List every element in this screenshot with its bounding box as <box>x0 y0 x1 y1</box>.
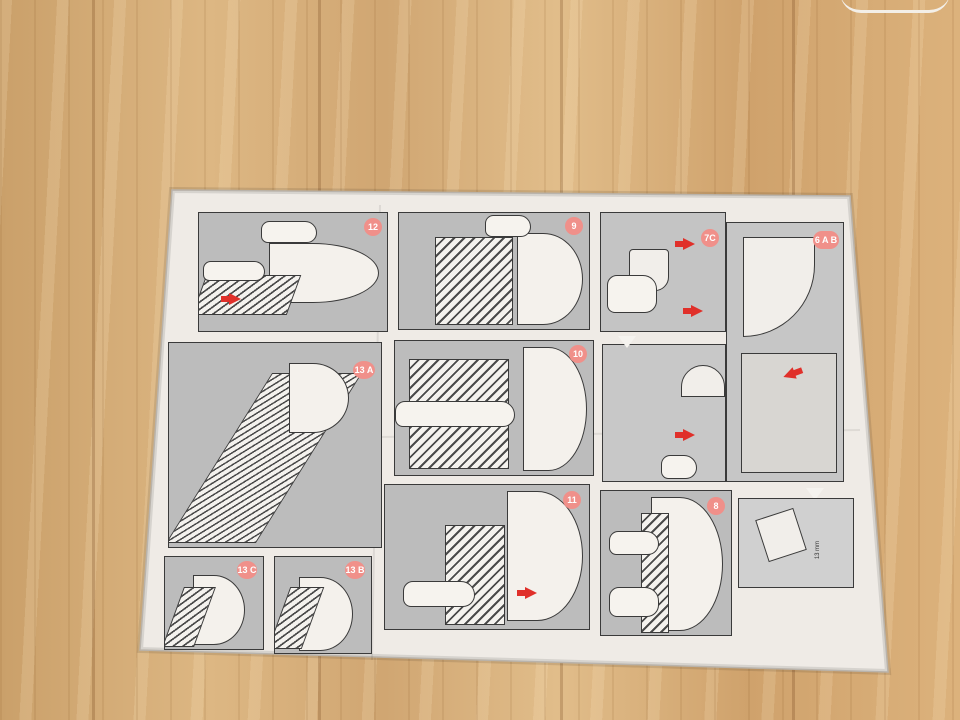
down-arrow-icon <box>618 336 636 348</box>
step-badge: 6 A B <box>813 231 839 249</box>
step-panel-connector: 13 mm <box>738 498 854 588</box>
hand-illustration <box>261 221 317 243</box>
red-arrow-icon <box>517 587 537 599</box>
white-cord <box>840 0 950 13</box>
step-panel-8: 8 <box>600 490 732 636</box>
step-badge: 7C <box>701 229 719 247</box>
grille <box>199 275 302 315</box>
step-badge: 9 <box>565 217 583 235</box>
step-badge: 13 A <box>353 361 375 379</box>
step-panel-7c: 7C <box>600 212 726 332</box>
ceiling-dome <box>743 237 815 337</box>
step-panel-lamp <box>602 344 726 482</box>
step-panel-12: 12 <box>198 212 388 332</box>
heater-unit <box>507 491 583 621</box>
floor-seam <box>92 0 95 720</box>
hand-illustration <box>485 215 531 237</box>
hand-illustration <box>403 581 475 607</box>
step-panel-6ab: 6 A B <box>726 222 844 482</box>
step-panel-9: 9 <box>398 212 590 330</box>
step-panel-11: 11 <box>384 484 590 630</box>
hand-illustration <box>661 455 697 479</box>
red-arrow-icon <box>221 293 241 305</box>
step-panel-13b: 13 B <box>274 556 372 654</box>
step-panel-13c: 13 C <box>164 556 264 650</box>
hand-illustration <box>609 531 659 555</box>
step-panel-10: 10 <box>394 340 594 476</box>
lamp-shade <box>681 365 725 397</box>
measure-label: 13 mm <box>815 540 822 560</box>
red-arrow-icon <box>675 429 695 441</box>
terminal-block <box>755 507 807 563</box>
hand-illustration <box>609 587 659 617</box>
step-badge: 13 C <box>237 561 257 579</box>
down-arrow-icon <box>806 488 824 500</box>
red-arrow-icon <box>675 238 695 250</box>
heater-core <box>445 525 505 625</box>
heater-unit <box>523 347 587 471</box>
hand-illustration <box>395 401 515 427</box>
hand-illustration <box>607 275 657 313</box>
step-badge: 13 B <box>345 561 365 579</box>
step-badge: 10 <box>569 345 587 363</box>
hand-illustration <box>203 261 265 281</box>
heater-core <box>435 237 513 325</box>
red-arrow-icon <box>683 305 703 317</box>
step-badge: 8 <box>707 497 725 515</box>
heater-unit <box>517 233 583 325</box>
step-panel-13a: 13 A <box>168 342 382 548</box>
step-badge: 11 <box>563 491 581 509</box>
step-badge: 12 <box>364 218 382 236</box>
heater-end <box>289 363 349 433</box>
